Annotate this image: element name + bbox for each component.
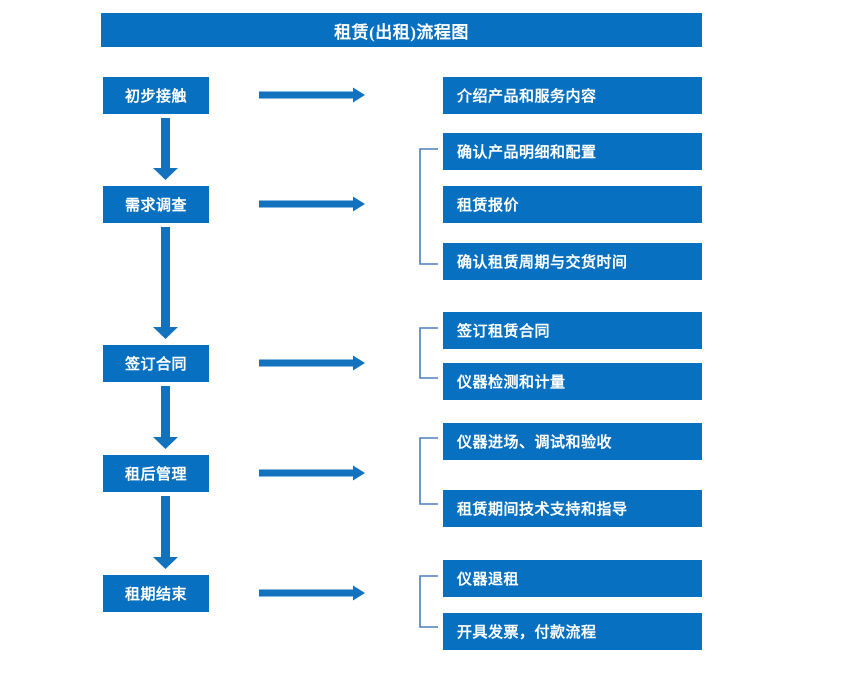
arrow-right-icon-4 xyxy=(259,465,365,481)
arrow-down-icon-2 xyxy=(148,227,184,339)
stage-box-2[interactable]: 需求调查 xyxy=(103,186,209,223)
stage-box-5[interactable]: 租期结束 xyxy=(103,575,209,612)
detail-box-3[interactable]: 租赁报价 xyxy=(443,186,702,223)
arrow-down-icon-3 xyxy=(148,386,184,449)
detail-box-5[interactable]: 签订租赁合同 xyxy=(443,312,702,349)
group-bracket-5 xyxy=(418,575,438,628)
detail-box-8[interactable]: 租赁期间技术支持和指导 xyxy=(443,490,702,527)
arrow-right-icon-5 xyxy=(259,585,365,601)
detail-box-6[interactable]: 仪器检测和计量 xyxy=(443,363,702,400)
detail-box-10[interactable]: 开具发票，付款流程 xyxy=(443,613,702,650)
stage-box-3[interactable]: 签订合同 xyxy=(103,345,209,382)
stage-box-1[interactable]: 初步接触 xyxy=(103,77,209,114)
group-bracket-2 xyxy=(418,148,438,265)
group-bracket-4 xyxy=(418,437,438,505)
detail-box-2[interactable]: 确认产品明细和配置 xyxy=(443,133,702,170)
detail-box-1[interactable]: 介绍产品和服务内容 xyxy=(443,77,702,114)
detail-box-9[interactable]: 仪器退租 xyxy=(443,560,702,597)
group-bracket-3 xyxy=(418,327,438,379)
arrow-down-icon-4 xyxy=(148,496,184,569)
stage-box-4[interactable]: 租后管理 xyxy=(103,455,209,492)
detail-box-4[interactable]: 确认租赁周期与交货时间 xyxy=(443,243,702,280)
arrow-down-icon-1 xyxy=(148,118,184,180)
detail-box-7[interactable]: 仪器进场、调试和验收 xyxy=(443,423,702,460)
page-title: 租赁(出租)流程图 xyxy=(101,13,702,47)
arrow-right-icon-3 xyxy=(259,355,365,371)
arrow-right-icon-2 xyxy=(259,196,365,212)
arrow-right-icon-1 xyxy=(259,87,365,103)
